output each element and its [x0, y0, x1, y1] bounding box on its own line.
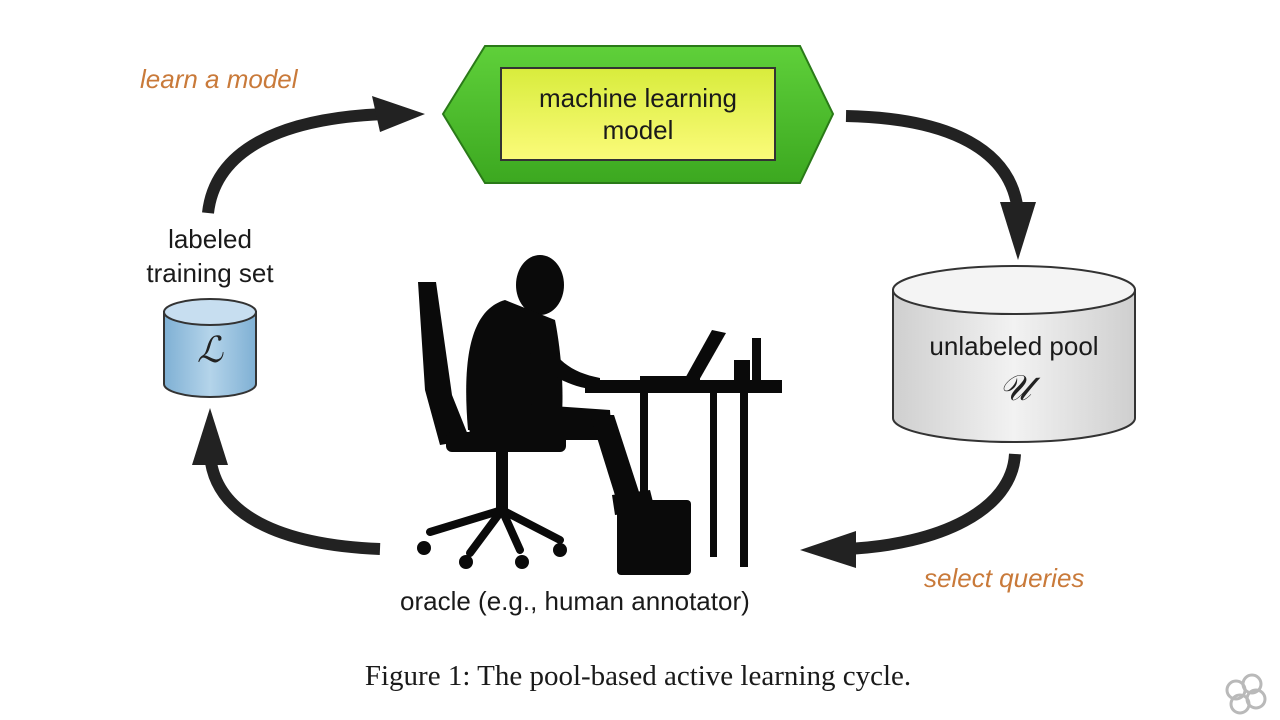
- unlabeled-pool-database-icon: [892, 265, 1136, 443]
- labeled-set-label: labeled training set: [110, 222, 310, 290]
- edge-label-select: select queries: [924, 563, 1085, 593]
- arrow-head-pool: [1000, 202, 1036, 260]
- oracle-label: oracle (e.g., human annotator): [400, 586, 750, 616]
- arrow-head-learn: [372, 96, 425, 132]
- unlabeled-pool-label: unlabeled pool: [929, 331, 1099, 361]
- labeled-database-icon: [163, 298, 257, 398]
- arrow-head-labeled: [192, 408, 228, 465]
- labeled-set-label-line1: labeled: [168, 224, 252, 254]
- arrow-learn-model: [202, 108, 386, 214]
- model-label-line1: machine learning: [538, 83, 737, 113]
- arrow-to-pool: [845, 110, 1024, 213]
- oracle-person-icon: [417, 255, 782, 575]
- figure-caption: Figure 1: The pool-based active learning…: [364, 660, 912, 692]
- labeled-set-label-line2: training set: [146, 258, 274, 288]
- unlabeled-pool-symbol: 𝒰: [998, 368, 1032, 409]
- model-label: machine learning model: [501, 82, 775, 146]
- flower-logo-icon: [1225, 673, 1267, 715]
- model-label-line2: model: [602, 115, 674, 145]
- edge-label-learn: learn a model: [140, 64, 298, 94]
- model-box: [441, 45, 835, 184]
- arrow-select-queries: [844, 453, 1021, 555]
- arrow-to-labeled: [204, 454, 381, 555]
- arrow-head-select: [800, 531, 856, 568]
- labeled-set-symbol: ℒ: [197, 330, 223, 371]
